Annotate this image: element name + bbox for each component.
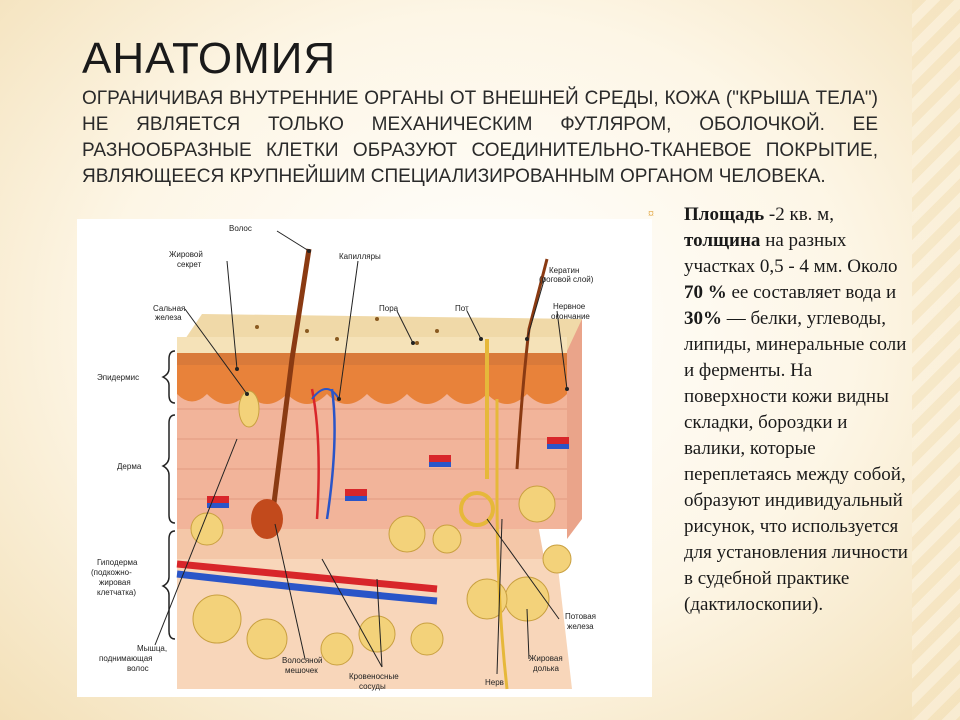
label-muscle-3: волос <box>127 664 149 673</box>
epidermis-layer <box>177 364 567 404</box>
label-hypodermis-3: жировая <box>99 578 131 587</box>
label-sebaceous-1: Сальная <box>153 304 185 313</box>
decorative-stripes <box>912 0 960 720</box>
label-nerve: Нерв <box>485 678 504 687</box>
hair-shaft <box>269 248 312 520</box>
label-sebum-2: секрет <box>177 260 202 269</box>
text-thickness-value: на разных участках 0,5 - 4 мм. Около <box>684 230 898 277</box>
label-fat-lobule-2: долька <box>533 664 559 673</box>
body-paragraph: Площадь -2 кв. м, толщина на разных учас… <box>684 202 908 618</box>
sweat-gland-coil <box>459 491 495 527</box>
label-epidermis: Эпидермис <box>97 373 139 382</box>
label-muscle-2: поднимающая <box>99 654 152 663</box>
label-hypodermis-1: Гиподерма <box>97 558 138 567</box>
label-sweat-gland-1: Потовая <box>565 612 596 621</box>
slide-title: АНАТОМИЯ <box>82 34 337 83</box>
text-rest: — белки, углеводы, липиды, минеральные с… <box>684 308 908 615</box>
vein-main <box>176 570 438 605</box>
term-other: 30% <box>684 308 722 329</box>
bullet-icon: ¤ <box>648 206 654 220</box>
label-muscle-1: Мышца, <box>137 644 167 653</box>
hair-bulb <box>251 499 283 539</box>
label-nerve-ending-2: окончание <box>551 312 590 321</box>
label-hypodermis-4: клетчатка) <box>97 588 136 597</box>
label-keratin-1: Кератин <box>549 266 579 275</box>
epidermis-top <box>177 351 567 365</box>
stratum-front <box>177 337 567 353</box>
nerve-fiber <box>495 399 509 690</box>
label-follicle-1: Волосяной <box>282 656 322 665</box>
label-sebaceous-2: железа <box>155 313 182 322</box>
slide-subtitle: ОГРАНИЧИВАЯ ВНУТРЕННИЕ ОРГАНЫ ОТ ВНЕШНЕЙ… <box>82 88 878 187</box>
label-sweat-gland-2: железа <box>567 622 594 631</box>
label-nerve-ending-1: Нервное <box>553 302 586 311</box>
label-capillaries: Капилляры <box>339 252 381 261</box>
term-thickness: толщина <box>684 230 761 251</box>
label-keratin-2: (роговой слой) <box>539 275 594 284</box>
label-hypodermis-2: (подкожно- <box>91 568 132 577</box>
label-follicle-2: мешочек <box>285 666 318 675</box>
label-hair: Волос <box>229 224 252 233</box>
label-sweat: Пот <box>455 304 469 313</box>
label-pore: Пора <box>379 304 399 313</box>
skin-diagram-svg: Волос Жировой секрет Капилляры Кератин (… <box>91 224 596 691</box>
term-area: Площадь <box>684 204 765 225</box>
label-vessels-1: Кровеносные <box>349 672 399 681</box>
text-area-value: -2 кв. м, <box>764 204 834 225</box>
label-fat-lobule-1: Жировая <box>529 654 563 663</box>
sebaceous-gland <box>238 390 260 428</box>
right-face <box>567 319 582 539</box>
text-water: ее составляет вода и <box>726 282 897 303</box>
term-water: 70 % <box>684 282 727 303</box>
skin-anatomy-diagram: Волос Жировой секрет Капилляры Кератин (… <box>77 219 652 697</box>
label-vessels-2: сосуды <box>359 682 386 691</box>
label-dermis: Дерма <box>117 462 142 471</box>
label-sebum-1: Жировой <box>169 250 203 259</box>
artery-main <box>176 560 438 593</box>
